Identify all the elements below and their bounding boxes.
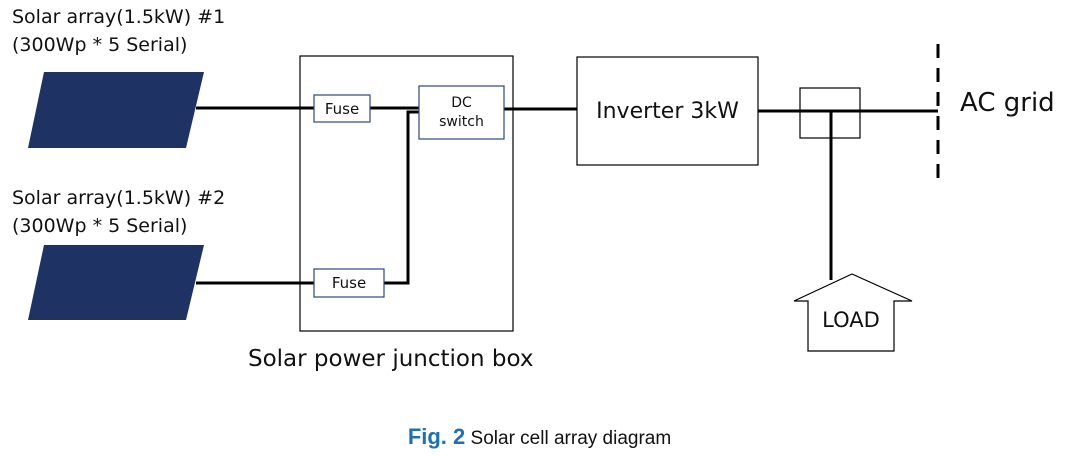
fuse-top-label: Fuse xyxy=(324,99,360,118)
figure-number: Fig. 2 xyxy=(407,424,466,449)
load-house-icon xyxy=(793,273,913,352)
load-label: LOAD xyxy=(822,308,880,332)
dc-switch-line2: switch xyxy=(439,114,484,130)
fuse-bottom-label: Fuse xyxy=(331,274,367,292)
junction-box xyxy=(299,55,514,332)
ac-grid-label: AC grid xyxy=(960,88,1055,118)
figure-caption-text: Solar cell array diagram xyxy=(470,428,672,449)
fuse-bottom-box xyxy=(313,268,385,298)
array-2-title: Solar array(1.5kW) #2 xyxy=(12,187,226,209)
dc-switch-box xyxy=(418,85,505,140)
inverter-label: Inverter 3kW xyxy=(596,98,739,124)
figure-caption: Fig. 2 Solar cell array diagram xyxy=(0,424,1079,450)
inverter-box xyxy=(576,56,759,166)
meter-box xyxy=(799,87,861,139)
dc-switch-label: DC switch xyxy=(419,88,504,138)
wire-fuse2-switch xyxy=(384,110,419,285)
array-1-config: (300Wp * 5 Serial) xyxy=(12,34,188,56)
fuse-top-box xyxy=(313,94,371,123)
dc-switch-line1: DC xyxy=(451,95,472,111)
array-1-title: Solar array(1.5kW) #1 xyxy=(12,6,226,28)
solar-panel-1 xyxy=(28,72,204,148)
solar-panel-2 xyxy=(28,245,204,320)
array-2-config: (300Wp * 5 Serial) xyxy=(12,215,188,237)
junction-box-label: Solar power junction box xyxy=(248,346,534,372)
